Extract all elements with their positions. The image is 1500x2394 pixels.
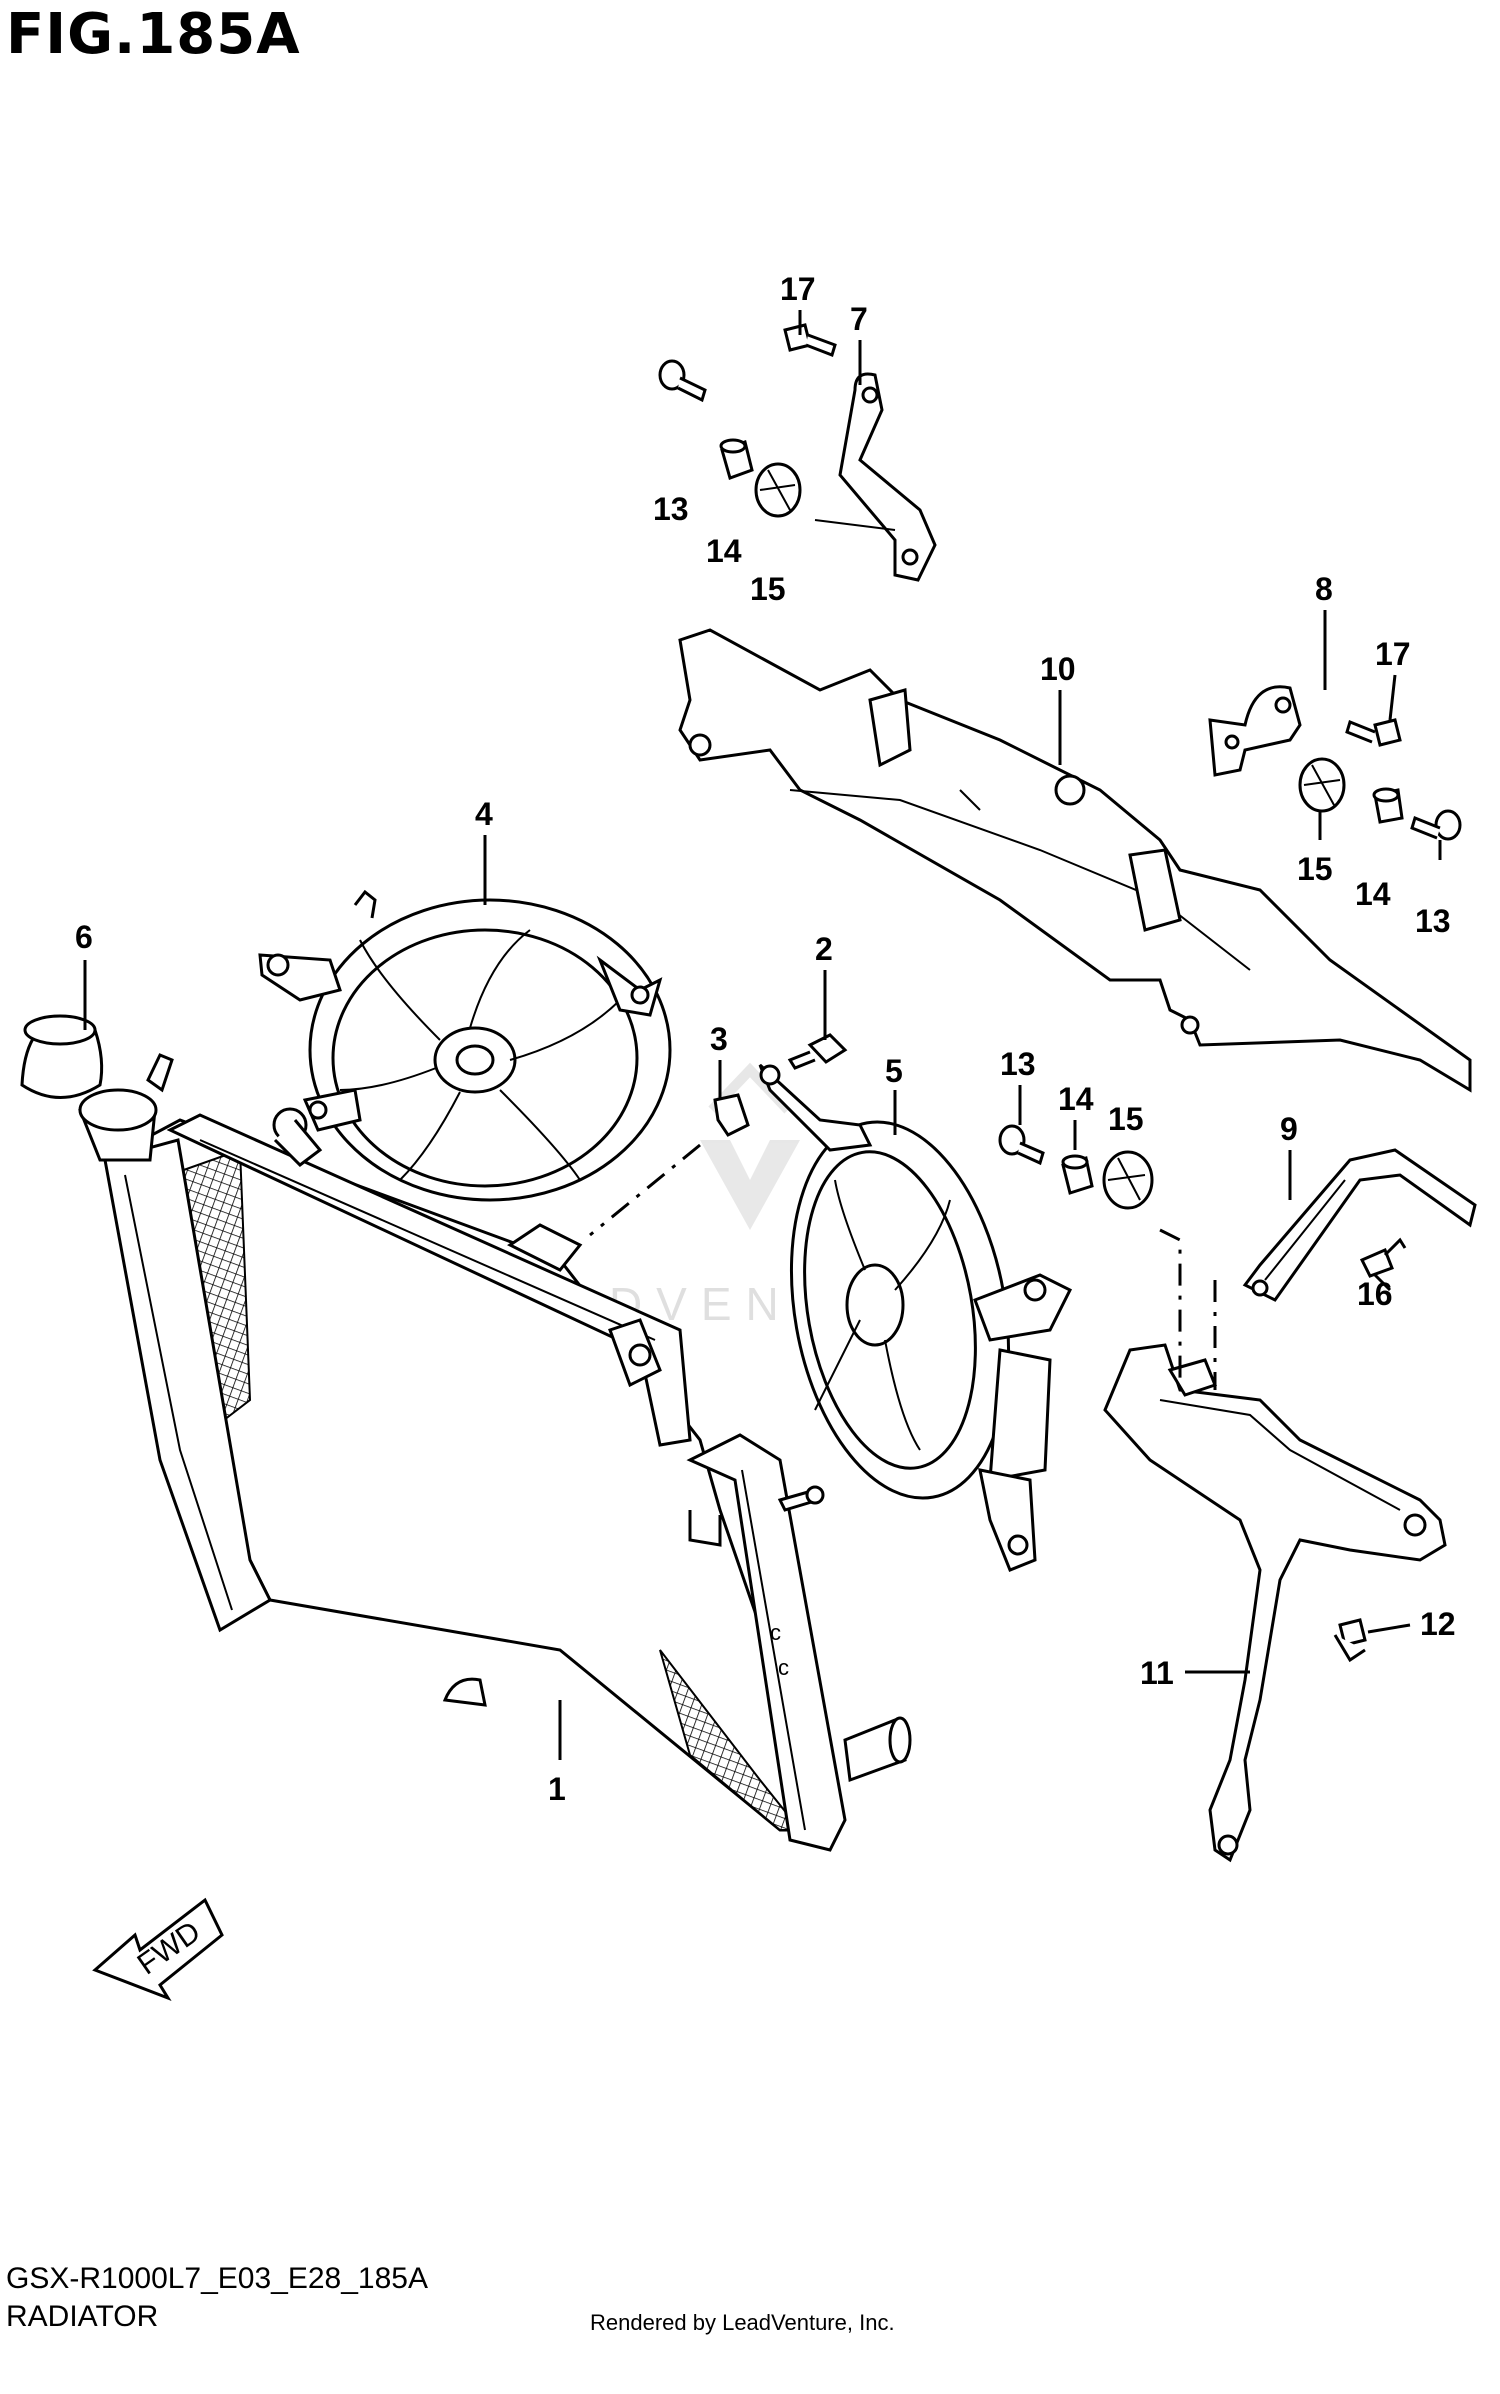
collar-part-14b: [1372, 787, 1404, 824]
grommet-part-15c: [1102, 1150, 1154, 1210]
callout-9: 9: [1280, 1111, 1298, 1147]
bracket-part-11: [1103, 1343, 1447, 1863]
collar-part-14c: [1061, 1154, 1094, 1195]
callout-11: 11: [1140, 1655, 1174, 1691]
callout-1: 1: [548, 1771, 566, 1807]
svg-text:c: c: [778, 1655, 789, 1680]
callout-17a: 17: [780, 271, 816, 307]
callout-13b: 13: [1415, 903, 1451, 939]
callout-13a: 13: [653, 491, 689, 527]
stay-part-9: [1242, 1148, 1477, 1302]
callout-10: 10: [1040, 651, 1076, 687]
callout-15a: 15: [750, 571, 786, 607]
callout-13c: 13: [1000, 1046, 1036, 1082]
callout-4: 4: [475, 796, 493, 832]
bracket-part-7: [814, 372, 937, 582]
callout-15c: 15: [1108, 1101, 1144, 1137]
assembly-lines: [589, 1143, 1217, 1390]
figure-title: FIG.185A: [6, 2, 301, 67]
callout-6: 6: [75, 919, 93, 955]
callout-14c: 14: [1058, 1081, 1094, 1117]
radiator-cap-part-6: [20, 1014, 104, 1099]
callout-16: 16: [1357, 1276, 1393, 1312]
fan-part-4: [258, 889, 672, 1202]
bolt-part-17b: [1345, 718, 1402, 747]
callout-15b: 15: [1297, 851, 1333, 887]
bolt-part-13c: [998, 1124, 1045, 1166]
bolt-part-12: [1333, 1618, 1367, 1663]
callout-3: 3: [710, 1021, 728, 1057]
bracket-part-8: [1208, 685, 1302, 777]
leader-lines: [83, 310, 1442, 1760]
grommet-part-15a: [754, 462, 802, 518]
callout-7: 7: [850, 301, 868, 337]
figure-name: RADIATOR: [6, 2300, 159, 2333]
bolt-part-16: [1359, 1237, 1407, 1278]
shroud-part-10: [678, 628, 1472, 1093]
figure-code: GSX-R1000L7_E03_E28_185A: [6, 2262, 428, 2295]
callout-8: 8: [1315, 571, 1333, 607]
callout-2: 2: [815, 931, 833, 967]
bolt-part-17a: [783, 323, 837, 357]
clip-part-3: [713, 1093, 750, 1137]
collar-part-14a: [719, 438, 754, 480]
grommet-part-15b: [1298, 757, 1346, 813]
callout-12: 12: [1420, 1606, 1456, 1642]
fan-part-5: [758, 1063, 1073, 1572]
callout-17b: 17: [1375, 636, 1411, 672]
radiator-part-1: c c: [78, 1053, 912, 1852]
rendered-by-credit: Rendered by LeadVenture, Inc.: [590, 2310, 895, 2335]
forward-arrow-icon: FWD: [92, 1897, 224, 2001]
callout-14b: 14: [1355, 876, 1391, 912]
callout-labels: 1 2 3 4 5 6 7 8 9 10 11 12 13 13 13 14 1…: [75, 271, 1456, 1807]
callout-14a: 14: [706, 533, 742, 569]
bolt-part-13b: [1410, 809, 1462, 841]
bolt-part-13a: [658, 359, 707, 403]
callout-5: 5: [885, 1053, 903, 1089]
bolt-part-2: [787, 1033, 848, 1070]
svg-text:c: c: [770, 1620, 781, 1645]
